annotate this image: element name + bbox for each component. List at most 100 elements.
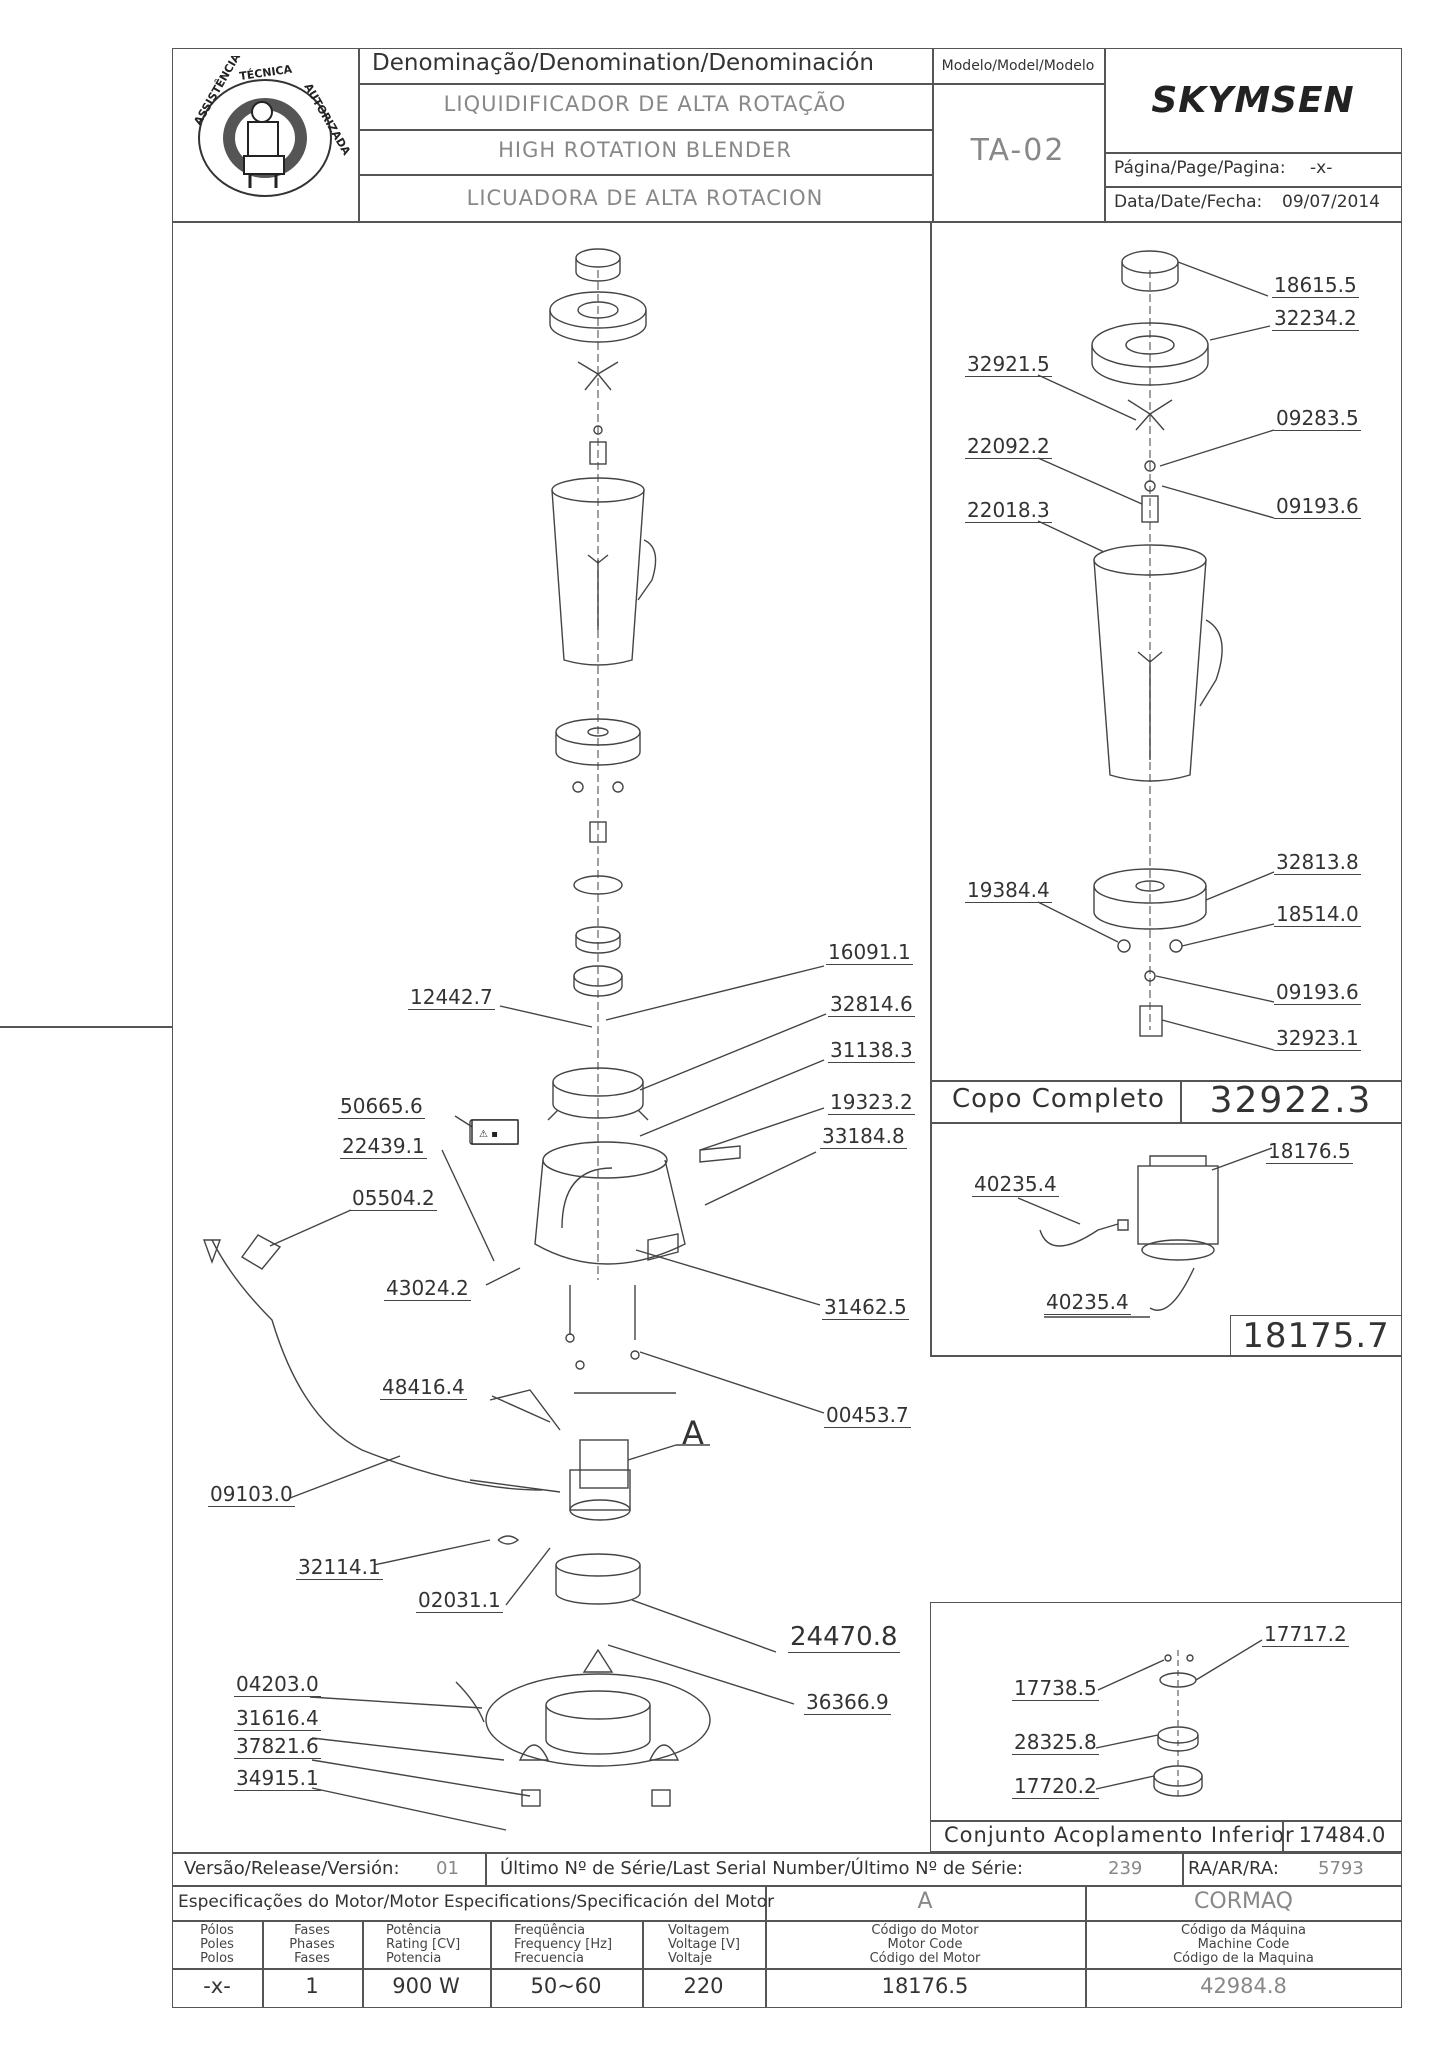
val-frequency: 50~60: [530, 1974, 602, 1998]
part-label: 18615.5: [1272, 273, 1359, 298]
ra-label: RA/AR/RA:: [1188, 1858, 1279, 1879]
ra-value: 5793: [1318, 1858, 1364, 1879]
part-label: 32234.2: [1272, 306, 1359, 331]
serial-label: Último Nº de Série/Last Serial Number/Úl…: [500, 1858, 1024, 1879]
motor-callout-a: A: [682, 1414, 704, 1452]
cup-label-bottom: [930, 1122, 1402, 1124]
header-h1: [358, 83, 1104, 85]
motor-panel-bottom: [930, 1355, 1402, 1357]
part-label: 00453.7: [824, 1403, 911, 1428]
part-label: 31616.4: [234, 1706, 321, 1731]
cup-assembly-label: Copo Completo: [952, 1084, 1165, 1114]
part-label: 17720.2: [1012, 1774, 1099, 1799]
part-label: 36366.9: [804, 1690, 891, 1715]
part-label: 43024.2: [384, 1276, 471, 1301]
cup-label-top: [930, 1080, 1402, 1082]
part-label: 37821.6: [234, 1734, 321, 1759]
part-label: 40235.4: [972, 1172, 1059, 1197]
denomination-label: Denominação/Denomination/Denominación: [372, 50, 874, 76]
cup-label-div: [1180, 1080, 1182, 1122]
part-label: 32114.1: [296, 1555, 383, 1580]
part-label: 02031.1: [416, 1588, 503, 1613]
technical-assistance-logo: ASSISTÊNCIA TÉCNICA AUTORIZADA: [180, 56, 350, 214]
product-name-pt: LIQUIDIFICADOR DE ALTA ROTAÇÃO: [443, 92, 847, 116]
page-label: Página/Page/Pagina:: [1114, 158, 1286, 178]
coupling-panel: [930, 1602, 1402, 1852]
val-motor-code: 18176.5: [881, 1974, 969, 1998]
motor-letter: A: [917, 1889, 933, 1914]
coupling-label: Conjunto Acoplamento Inferior: [944, 1823, 1295, 1847]
coupling-label-div: [1282, 1820, 1284, 1852]
part-label: 19323.2: [828, 1090, 915, 1115]
part-label: 09193.6: [1274, 980, 1361, 1005]
header-h4: [1104, 152, 1402, 154]
footer-h2: [172, 1920, 1402, 1922]
part-label: 18176.5: [1266, 1139, 1353, 1164]
footer-v-a: [262, 1920, 264, 2008]
product-name-en: HIGH ROTATION BLENDER: [498, 138, 792, 162]
footer-v-d: [642, 1920, 644, 2008]
part-label: 09103.0: [208, 1482, 295, 1507]
footer-h3: [172, 1968, 1402, 1970]
val-machine-code: 42984.8: [1200, 1974, 1287, 1998]
motor-code-box: [1230, 1315, 1402, 1356]
header-h2: [358, 129, 932, 131]
part-label: 19384.4: [965, 878, 1052, 903]
header-h5: [1104, 186, 1402, 188]
part-label: 28325.8: [1012, 1730, 1099, 1755]
part-label: 32923.1: [1274, 1026, 1361, 1051]
header-bottom-line: [172, 221, 1402, 223]
part-label: 32814.6: [828, 992, 915, 1017]
part-label: 32813.8: [1274, 850, 1361, 875]
coupling-code: 17484.0: [1298, 1823, 1386, 1847]
header-v2: [932, 48, 934, 221]
header-h3: [358, 174, 932, 176]
part-label: 48416.4: [380, 1375, 467, 1400]
val-poles: -x-: [203, 1974, 231, 1998]
footer-v-b: [362, 1920, 364, 2008]
drawing-frame: [172, 48, 1402, 2008]
coupling-label-top: [930, 1820, 1402, 1822]
part-label: 22018.3: [965, 498, 1052, 523]
val-phases: 1: [305, 1974, 319, 1998]
footer-v-c: [490, 1920, 492, 2008]
part-label: 09283.5: [1274, 406, 1361, 431]
date-value: 09/07/2014: [1282, 192, 1380, 212]
maker-name: CORMAQ: [1194, 1889, 1293, 1914]
product-name-es: LICUADORA DE ALTA ROTACION: [466, 186, 824, 210]
part-label: 05504.2: [350, 1186, 437, 1211]
part-label: 16091.1: [826, 940, 913, 965]
part-label: 34915.1: [234, 1766, 321, 1791]
cup-assembly-code: 32922.3: [1209, 1080, 1373, 1121]
right-panel-divider: [930, 221, 932, 1356]
val-power: 900 W: [392, 1974, 460, 1998]
part-label: 24470.8: [788, 1622, 900, 1653]
part-label: 04203.0: [234, 1672, 321, 1697]
footer-h1: [172, 1885, 1402, 1887]
part-label: 33184.8: [820, 1124, 907, 1149]
part-label: 12442.7: [408, 985, 495, 1010]
header-v3: [1104, 48, 1106, 221]
part-label: 22092.2: [965, 434, 1052, 459]
part-label: 17738.5: [1012, 1676, 1099, 1701]
footer-top: [172, 1852, 1402, 1854]
part-label: 17717.2: [1262, 1622, 1349, 1647]
footer-v-serial: [1182, 1852, 1184, 1885]
version-value: 01: [436, 1858, 459, 1879]
version-label: Versão/Release/Versión:: [184, 1858, 400, 1879]
date-label: Data/Date/Fecha:: [1114, 192, 1263, 212]
footer-v-motor: [765, 1885, 767, 2008]
part-label: 40235.4: [1044, 1290, 1131, 1315]
part-label: 18514.0: [1274, 902, 1361, 927]
part-label: 31462.5: [822, 1295, 909, 1320]
serial-value: 239: [1108, 1858, 1143, 1879]
footer-v-maker: [1085, 1885, 1087, 2008]
page-value: -x-: [1310, 158, 1333, 178]
part-label: 50665.6: [338, 1094, 425, 1119]
brand-logo: SKYMSEN: [1151, 80, 1355, 121]
